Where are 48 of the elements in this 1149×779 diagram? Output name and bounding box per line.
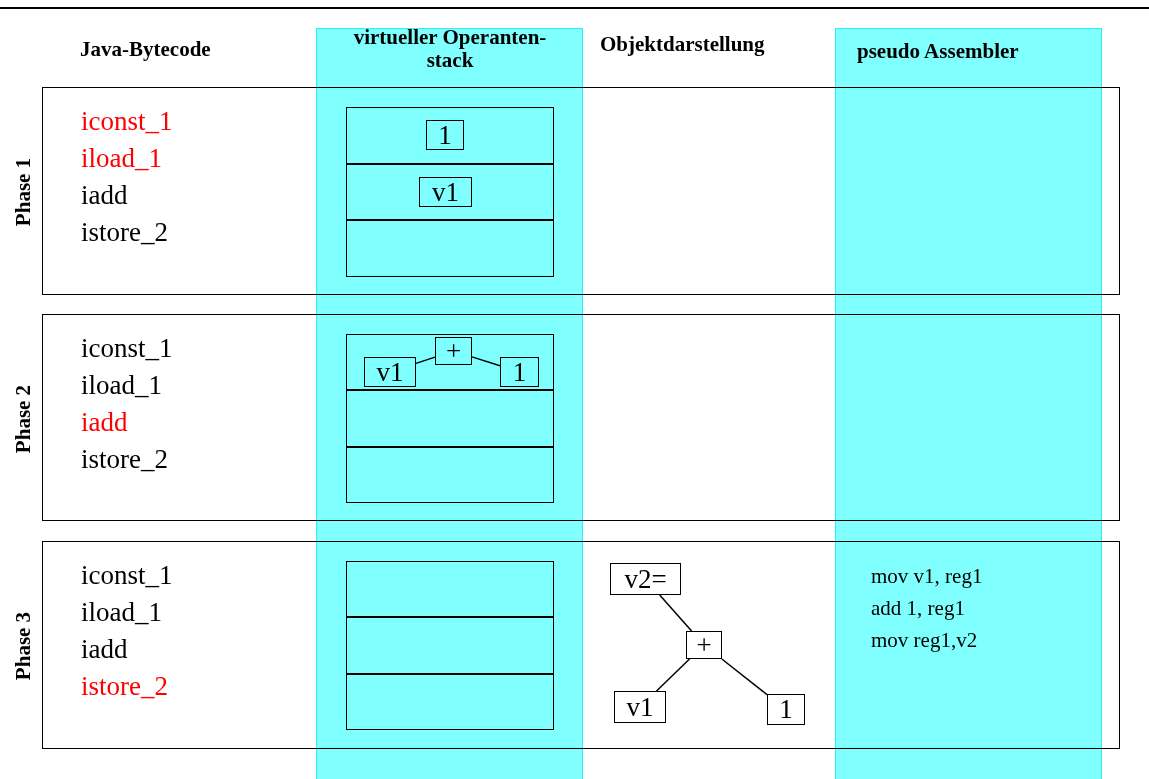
column-header: Java-Bytecode (80, 38, 212, 62)
term-text: 1 (512, 358, 527, 386)
term-box (419, 177, 472, 207)
term-text: v1 (376, 358, 404, 386)
bytecode-line: istore_2 (81, 219, 168, 246)
stack-box (346, 107, 554, 277)
term-box (435, 337, 472, 365)
bytecode-line: iconst_1 (81, 562, 173, 589)
term-box (364, 357, 416, 387)
bytecode-line: istore_2 (81, 446, 168, 473)
phase-heading: Phase 2 (12, 384, 34, 453)
bytecode-line: iadd (81, 636, 128, 663)
term-text: v1 (626, 693, 654, 721)
term-text: 1 (438, 121, 452, 149)
assembler-line: mov reg1,v2 (871, 630, 978, 651)
bytecode-line: iload_1 (81, 599, 162, 626)
connector-line (721, 658, 768, 696)
assembler-line: add 1, reg1 (871, 598, 965, 619)
connector-line (655, 658, 691, 692)
phase-heading: Phase 1 (12, 157, 34, 227)
term-text: + (696, 631, 712, 659)
term-text: v2= (624, 565, 667, 593)
bytecode-line: iconst_1 (81, 335, 173, 362)
connector-line (471, 356, 501, 367)
term-box (767, 694, 805, 725)
term-box (614, 691, 666, 723)
term-box (426, 120, 464, 150)
bytecode-line: iadd (81, 409, 128, 436)
assembler-line: mov v1, reg1 (871, 566, 983, 587)
connector-line (658, 594, 693, 632)
term-text: 1 (779, 696, 793, 723)
phase-heading: Phase 3 (12, 611, 34, 681)
connector-line (415, 356, 436, 365)
stack-box (346, 561, 554, 730)
term-text: + (445, 337, 462, 365)
bytecode-line: iconst_1 (81, 108, 173, 135)
bytecode-line: istore_2 (81, 673, 168, 700)
column-header: virtueller Operanten- stack (352, 26, 548, 73)
bytecode-line: iadd (81, 182, 128, 209)
term-box (686, 631, 722, 659)
column-header: pseudo Assembler (857, 40, 1020, 64)
term-box (610, 563, 681, 595)
stack-box (346, 334, 554, 503)
column-header: Objektdarstellung (600, 33, 766, 57)
term-box (500, 357, 539, 387)
bytecode-line: iload_1 (81, 145, 162, 172)
term-text: v1 (432, 178, 459, 206)
bytecode-line: iload_1 (81, 372, 162, 399)
